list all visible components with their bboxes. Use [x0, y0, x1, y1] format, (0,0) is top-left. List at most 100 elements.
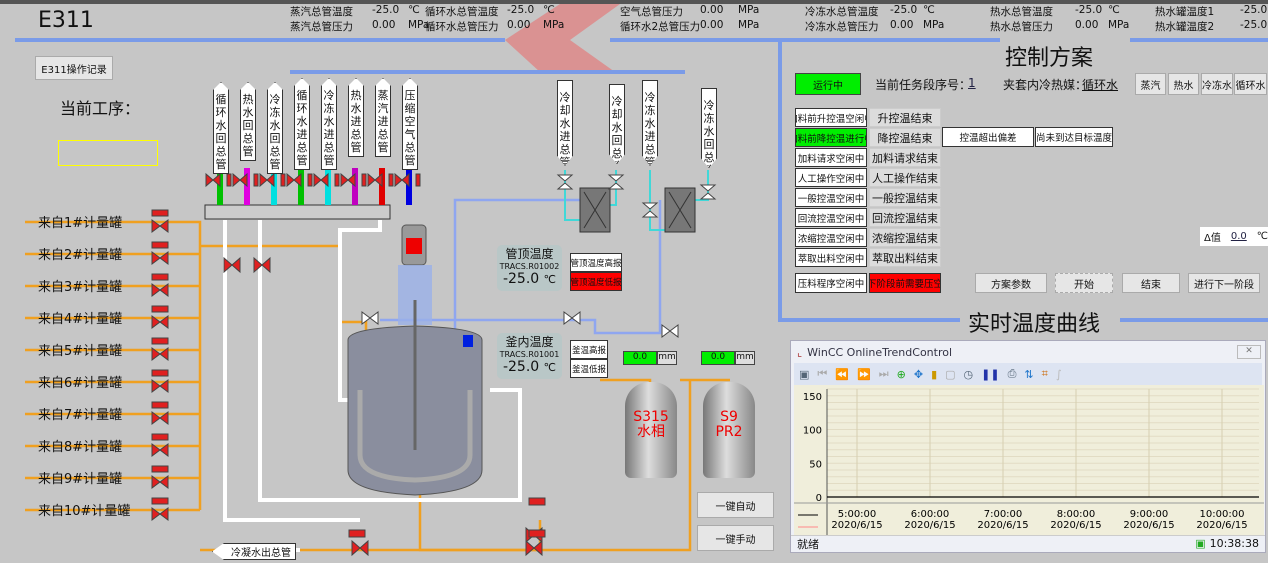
valve[interactable]: [351, 539, 369, 557]
connection-icon: ▣: [1195, 537, 1206, 550]
header-label: 循环水总管温度: [425, 6, 499, 18]
timer-icon[interactable]: ◷: [963, 367, 974, 381]
top-temp-low-alarm: 管顶温度低报: [570, 272, 622, 291]
feed-valve[interactable]: [151, 465, 169, 489]
control-plan-title: 控制方案: [1005, 46, 1094, 71]
kettle-temp-high-alarm: 釜温高报: [570, 340, 608, 359]
source-tank-label: 来自3#计量罐: [38, 280, 123, 295]
header-unit: MPa: [543, 19, 565, 31]
prev-icon[interactable]: ⏪: [835, 367, 850, 381]
source-tank-label: 来自2#计量罐: [38, 248, 123, 263]
valve[interactable]: [253, 256, 271, 274]
unit-title: E311: [38, 8, 94, 33]
next-icon[interactable]: ⏩: [857, 367, 871, 381]
stage-status: 浓缩控温空闲中: [795, 228, 867, 247]
header-value: 0.00: [700, 19, 724, 31]
header-label: 热水罐温度2: [1155, 21, 1215, 33]
stage-status: 人工操作空闲中: [795, 168, 867, 187]
running-indicator: 运行中: [795, 73, 861, 95]
one-key-manual-button[interactable]: 一键手动: [697, 525, 774, 551]
tank-level-unit: mm: [735, 351, 755, 365]
header-value: 0.00: [372, 19, 396, 31]
x-tick-date: 2020/6/15: [1123, 520, 1174, 531]
trend-app-icon: ⌞: [797, 345, 803, 359]
end-button[interactable]: 结束: [1122, 273, 1180, 293]
original-view-icon[interactable]: ▢: [945, 367, 956, 381]
feed-valve[interactable]: [151, 337, 169, 361]
one-key-auto-button[interactable]: 一键自动: [697, 492, 774, 518]
tank-name: S9: [720, 409, 738, 425]
pipe-valve: [313, 172, 329, 188]
media-button-2[interactable]: 冷冻水: [1201, 73, 1233, 95]
pipe-label-7: 压缩空气总管: [402, 78, 418, 170]
stage-end-button[interactable]: 浓缩控温结束: [869, 228, 941, 247]
trend-status: 就绪: [797, 537, 819, 551]
header-unit: ℃: [1108, 4, 1120, 16]
stage-end-button[interactable]: 一般控温结束: [869, 188, 941, 207]
x-tick-time: 6:00:00: [911, 509, 950, 520]
header-label: 热水罐温度1: [1155, 6, 1215, 18]
stage-end-button[interactable]: 升控温结束: [869, 108, 941, 127]
feed-valve[interactable]: [151, 209, 169, 233]
medium-label: 夹套内冷热媒：: [1003, 78, 1088, 92]
stage-end-button[interactable]: 人工操作结束: [869, 168, 941, 187]
tank-level-value: 0.0: [701, 351, 735, 365]
feed-valve[interactable]: [151, 369, 169, 393]
feed-valve[interactable]: [151, 273, 169, 297]
start-button[interactable]: 开始: [1055, 273, 1113, 293]
zoom-icon[interactable]: ⊕: [896, 367, 906, 381]
header-value: -25.0: [1240, 4, 1268, 16]
stage-status: 加料请求空闲中: [795, 148, 867, 167]
pipe-label-6: 蒸汽进总管: [375, 78, 391, 157]
pipe-label-3: 循环水进总管: [294, 78, 310, 170]
last-icon[interactable]: ⏭: [878, 367, 889, 380]
stats-icon[interactable]: ∫: [1055, 367, 1062, 381]
pause-icon[interactable]: ❚❚: [981, 367, 1000, 381]
pipe-valve: [232, 172, 248, 188]
current-step-field: [58, 140, 158, 166]
feed-valve[interactable]: [151, 433, 169, 457]
media-button-0[interactable]: 蒸汽: [1135, 73, 1166, 95]
print-icon[interactable]: ⎙: [1007, 367, 1017, 380]
header-value: 0.00: [507, 19, 531, 31]
top-temp-high-alarm: 管顶温度高报: [570, 253, 622, 272]
header-label: 循环水2总管压力: [620, 21, 701, 33]
valve[interactable]: [525, 539, 543, 557]
first-icon[interactable]: ⏮: [817, 367, 828, 380]
delta-value[interactable]: 0.0: [1230, 231, 1247, 242]
target-not-reached-indicator: 尚未到达目标温度: [1035, 127, 1113, 147]
next-stage-button[interactable]: 进行下一阶段: [1188, 273, 1260, 293]
media-button-1[interactable]: 热水: [1168, 73, 1199, 95]
kettle-temp-tag: TRACS.R01001: [499, 350, 560, 359]
feed-valve[interactable]: [151, 401, 169, 425]
stage-end-button[interactable]: 萃取出料结束: [869, 248, 941, 267]
axis-icon[interactable]: ⇅: [1024, 367, 1034, 381]
close-icon[interactable]: ✕: [1237, 345, 1261, 359]
pipe-valve: [286, 172, 302, 188]
pipe-valve: [259, 172, 275, 188]
pipe-label-right-0: 冷却水进总管: [557, 80, 573, 166]
stage-end-button[interactable]: 回流控温结束: [869, 208, 941, 227]
feed-valve[interactable]: [151, 305, 169, 329]
ruler-icon[interactable]: ▮: [931, 367, 938, 381]
top-temp-value: -25.0: [502, 271, 540, 287]
x-tick-date: 2020/6/15: [904, 520, 955, 531]
header-unit: MPa: [923, 19, 945, 31]
stage-end-button[interactable]: 降控温结束: [869, 128, 941, 147]
operation-log-button[interactable]: E311操作记录: [35, 56, 113, 80]
plan-params-button[interactable]: 方案参数: [975, 273, 1047, 293]
stage-end-button[interactable]: 加料请求结束: [869, 148, 941, 167]
feed-valve[interactable]: [151, 241, 169, 265]
deviation-indicator: 控温超出偏差: [942, 127, 1034, 147]
y-tick-label: 50: [809, 459, 822, 470]
range-icon[interactable]: ⌗: [1041, 367, 1048, 380]
media-button-3[interactable]: 循环水: [1234, 73, 1267, 95]
move-icon[interactable]: ✥: [913, 367, 924, 381]
valve[interactable]: [223, 256, 241, 274]
config-icon[interactable]: ▣: [799, 367, 810, 381]
x-tick-time: 8:00:00: [1057, 509, 1096, 520]
kettle-temp-display: 釜内温度 TRACS.R01001 -25.0 ℃: [497, 333, 562, 379]
feed-valve[interactable]: [151, 497, 169, 521]
